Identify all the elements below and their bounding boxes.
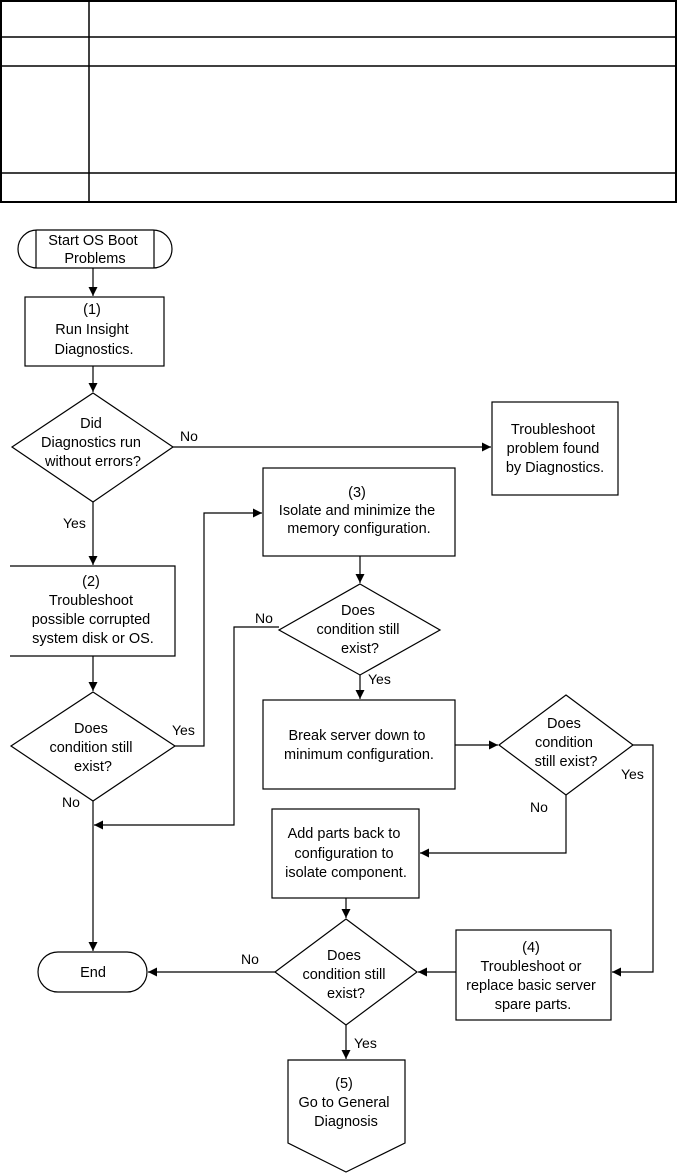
label-yes-mid: Yes (368, 671, 391, 687)
condition-mid-text: Does condition still exist? (316, 603, 403, 657)
start-text: Start OS Boot Problems (48, 233, 142, 267)
step4-box (455, 929, 612, 1021)
break-server-text: Break server down to minimum configurati… (284, 728, 434, 763)
step2-box-fill (10, 566, 175, 656)
header-table-border (0, 0, 677, 203)
condition-right-text: Does condition still exist? (535, 716, 598, 770)
step3-box (262, 467, 456, 557)
label-yes-bottom: Yes (354, 1035, 377, 1051)
step5-text: (5) Go to General Diagnosis (298, 1076, 393, 1130)
condition-bottom-text: Does condition still exist? (302, 948, 389, 1002)
connector-left-yes (175, 508, 262, 747)
step4-text: (4) Troubleshoot or replace basic server… (466, 940, 600, 1013)
label-yes-left: Yes (172, 722, 195, 738)
label-no-right: No (530, 799, 548, 815)
label-yes-right: Yes (621, 766, 644, 782)
step2-text: (2) Troubleshoot possible corrupted syst… (32, 574, 155, 647)
diagnostics-decision-text: Did Diagnostics run without errors? (41, 416, 145, 470)
condition-left-text: Does condition still exist? (49, 721, 136, 775)
step1-text: (1) Run Insight Diagnostics. (55, 302, 134, 358)
end-terminator (37, 951, 148, 993)
label-yes-diagnostics: Yes (63, 515, 86, 531)
step1-box (24, 296, 165, 367)
end-text: End (80, 965, 106, 981)
step3-text: (3) Isolate and minimize the memory conf… (279, 485, 439, 537)
step5-offpage (287, 1059, 406, 1173)
break-server-box (262, 699, 456, 790)
add-parts-box (271, 808, 420, 899)
add-parts-text: Add parts back to configuration to isola… (285, 826, 407, 881)
header-table (0, 0, 677, 203)
label-no-mid: No (255, 610, 273, 626)
connector-right-no (420, 795, 567, 858)
troubleshoot-found-box (491, 401, 619, 496)
troubleshoot-found-text: Troubleshoot problem found by Diagnostic… (506, 422, 604, 476)
label-no-left: No (62, 794, 80, 810)
connector-mid-no (94, 626, 279, 830)
label-no-diagnostics: No (180, 428, 198, 444)
connector-right-yes (612, 744, 654, 977)
start-terminator (17, 229, 173, 269)
label-no-bottom: No (241, 951, 259, 967)
